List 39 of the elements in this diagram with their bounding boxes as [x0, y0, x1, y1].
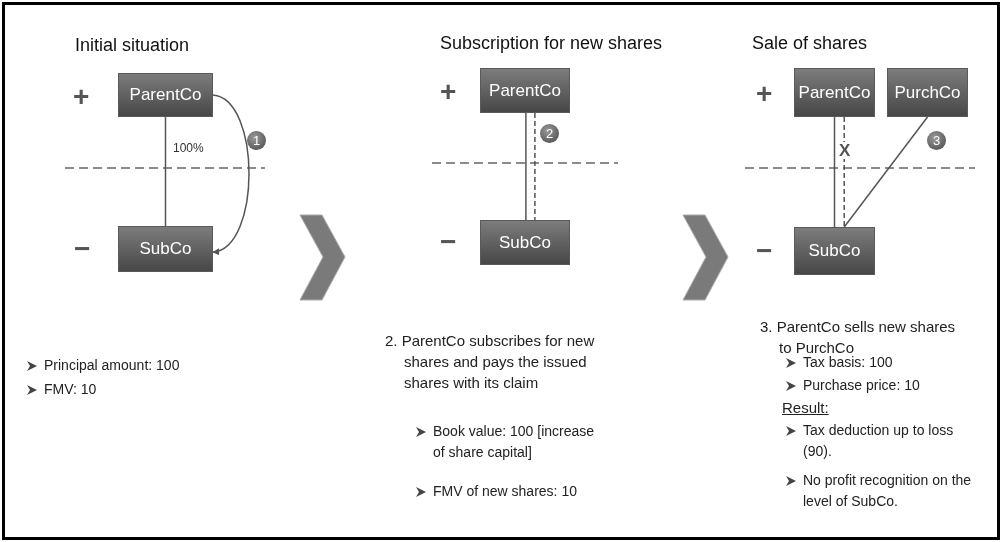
entity-box: PurchCo	[887, 68, 968, 117]
edge-label: 100%	[172, 141, 205, 155]
plus-sign: +	[440, 78, 457, 106]
body-text: 3. ParentCo sells new shares to PurchCo	[760, 317, 957, 356]
bullet-text: Tax deduction up to loss (90).	[803, 421, 955, 461]
entity-box: SubCo	[480, 220, 570, 265]
bullet-text: Purchase price: 10	[803, 376, 921, 395]
connector-line	[833, 116, 836, 228]
step-number: 2	[540, 124, 559, 143]
connector-line	[843, 116, 929, 228]
arrow	[212, 94, 250, 254]
body-text: Result:	[782, 398, 829, 418]
plus-sign: +	[73, 83, 90, 111]
edge-label: X	[838, 142, 852, 159]
minus-sign: −	[440, 228, 457, 256]
bullet-text: FMV of new shares: 10	[433, 482, 578, 501]
bullet-text: Tax basis: 100	[803, 353, 894, 372]
connector-line	[843, 116, 845, 228]
bullet-text: No profit recognition on the level of SubCo.	[803, 471, 973, 511]
bullet-text: FMV: 10	[44, 380, 98, 399]
entity-box: ParentCo	[794, 68, 875, 117]
connector-line	[534, 112, 536, 221]
entity-box: SubCo	[118, 226, 213, 272]
minus-sign: −	[756, 237, 773, 265]
minus-sign: −	[74, 235, 91, 263]
panel-title: Subscription for new shares	[440, 33, 663, 54]
panel-title: Initial situation	[75, 35, 190, 56]
connector-line	[164, 116, 167, 227]
connector-line	[525, 112, 527, 221]
body-text: 2. ParentCo subscribes for new shares and pays the issued shares with its claim	[385, 331, 596, 393]
step-number: 1	[247, 131, 266, 150]
panel-title: Sale of shares	[752, 33, 868, 54]
step-number: 3	[927, 131, 946, 150]
plus-sign: +	[756, 80, 773, 108]
bullet-text: Principal amount: 100	[44, 356, 181, 375]
entity-box: ParentCo	[480, 68, 570, 113]
entity-box: ParentCo	[118, 73, 213, 117]
bullet-text: Book value: 100 [increase of share capital]	[433, 422, 596, 462]
entity-box: SubCo	[794, 227, 875, 275]
